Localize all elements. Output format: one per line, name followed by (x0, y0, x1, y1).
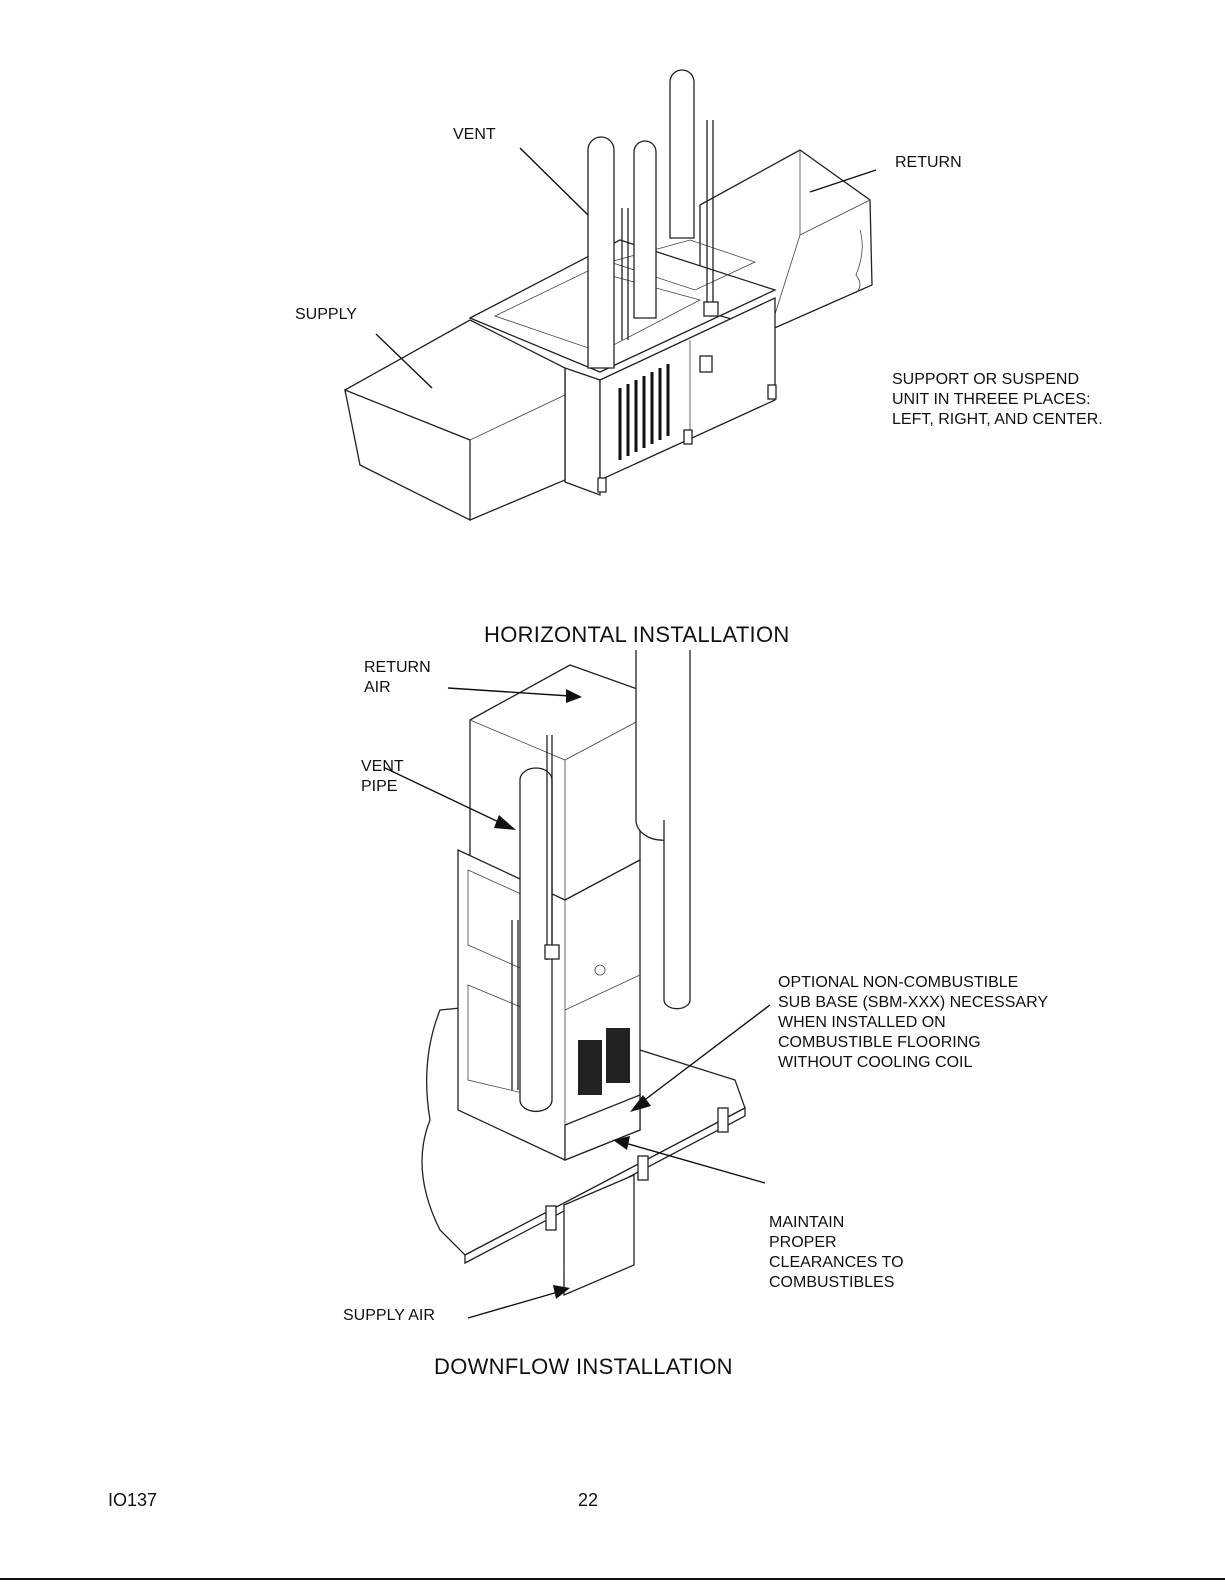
return-label: RETURN (895, 154, 962, 171)
downflow-vent-pipe (511, 735, 560, 1113)
clearance-note-line: MAINTAIN (769, 1214, 845, 1231)
sub-base-note-line: OPTIONAL NON-COMBUSTIBLE (778, 974, 1019, 991)
supply-duct (344, 319, 566, 522)
supply-label: SUPPLY (295, 306, 357, 323)
horizontal-installation-caption: HORIZONTAL INSTALLATION (484, 622, 790, 647)
sub-base-note-line: COMBUSTIBLE FLOORING (778, 1034, 981, 1051)
clearance-note-line: PROPER (769, 1234, 837, 1251)
support-note-line: SUPPORT OR SUSPEND (892, 371, 1080, 388)
vent-pipe-line: VENT (361, 758, 404, 775)
horizontal-installation-drawing (344, 69, 873, 522)
support-note: SUPPORT OR SUSPEND UNIT IN THREEE PLACES… (892, 370, 1103, 430)
clearance-note-line: CLEARANCES TO (769, 1254, 904, 1271)
bottom-rule (0, 1578, 1225, 1580)
cabinet-louvers (578, 1028, 630, 1095)
downflow-installation-drawing (421, 650, 746, 1296)
vent-pipe-line: PIPE (361, 778, 398, 795)
support-note-line: LEFT, RIGHT, AND CENTER. (892, 411, 1103, 428)
clearance-note: MAINTAIN PROPER CLEARANCES TO COMBUSTIBL… (769, 1213, 904, 1293)
sub-base-note: OPTIONAL NON-COMBUSTIBLE SUB BASE (SBM-X… (778, 973, 1048, 1073)
supply-plenum (563, 1174, 635, 1296)
vent-label: VENT (453, 126, 496, 143)
horizontal-vent-pipes (587, 69, 719, 369)
sub-base-note-line: SUB BASE (SBM-XXX) NECESSARY (778, 994, 1048, 1011)
return-air-line: RETURN (364, 659, 431, 676)
vent-pipe-label: VENT PIPE (361, 757, 404, 797)
cabinet-grille (618, 364, 670, 460)
page-number: 22 (578, 1490, 599, 1510)
return-air-line: AIR (364, 679, 391, 696)
downflow-installation-caption: DOWNFLOW INSTALLATION (434, 1354, 733, 1379)
supply-air-label: SUPPLY AIR (343, 1307, 435, 1324)
sub-base-note-line: WITHOUT COOLING COIL (778, 1054, 973, 1071)
return-plenum (469, 664, 641, 901)
sub-base-note-line: WHEN INSTALLED ON (778, 1014, 946, 1031)
support-note-line: UNIT IN THREEE PLACES: (892, 391, 1091, 408)
return-air-label: RETURN AIR (364, 658, 431, 698)
document-id: IO137 (108, 1490, 158, 1510)
label-pointers (375, 147, 877, 1319)
downflow-flue-pipe (635, 650, 691, 1010)
clearance-note-line: COMBUSTIBLES (769, 1274, 895, 1291)
